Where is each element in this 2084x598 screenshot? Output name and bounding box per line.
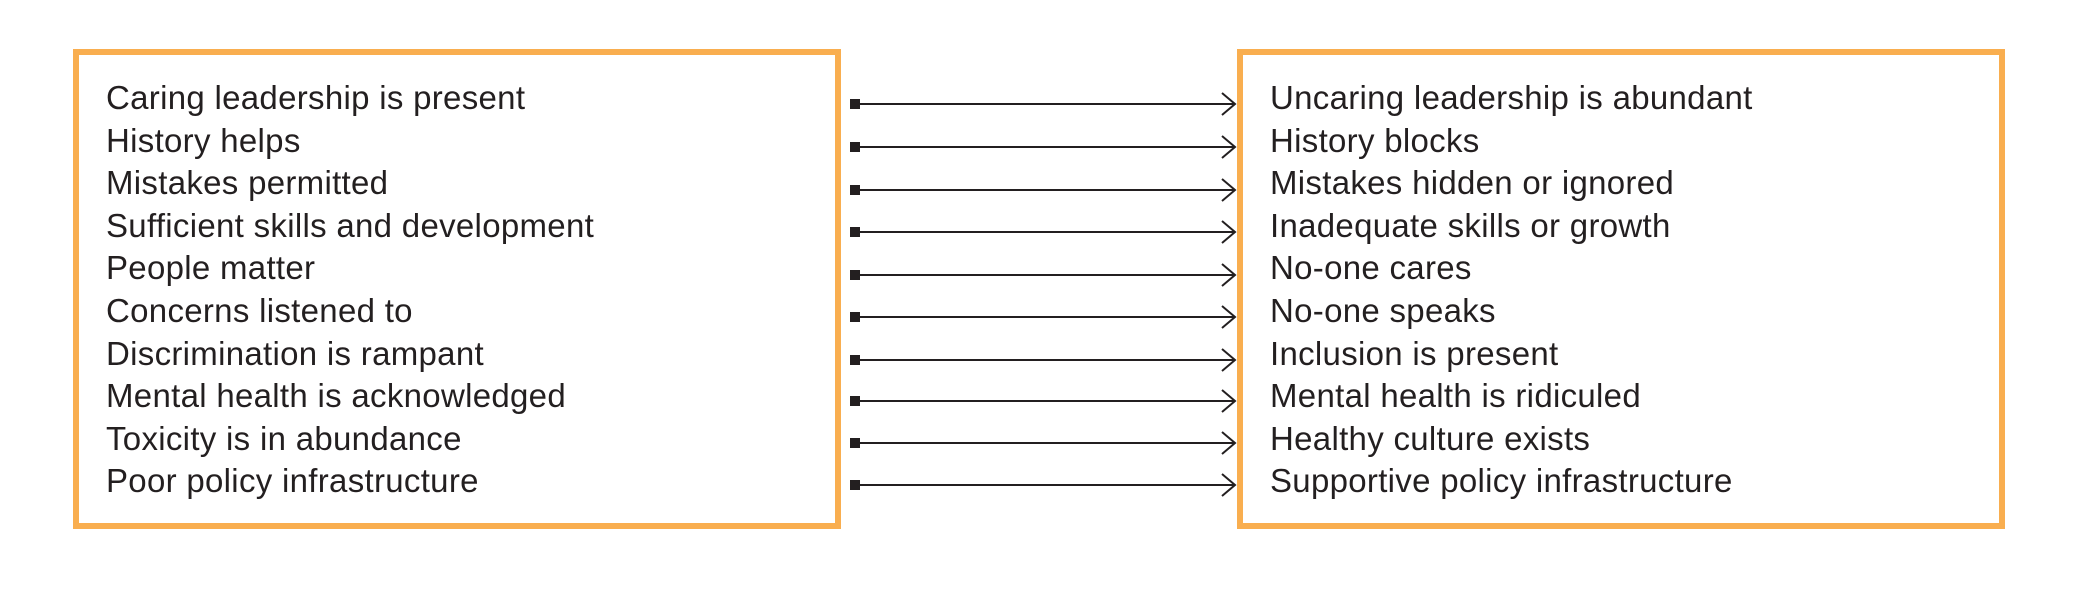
arrow	[850, 389, 1237, 413]
arrow-head	[1221, 348, 1237, 372]
left-item: Mistakes permitted	[106, 164, 389, 202]
arrow-tail-square	[850, 142, 860, 152]
arrow-head	[1221, 431, 1237, 455]
left-item: Poor policy infrastructure	[106, 462, 479, 500]
arrow-tail-square	[850, 185, 860, 195]
right-item: No-one cares	[1270, 249, 1472, 287]
left-item: People matter	[106, 249, 316, 287]
arrow-tail-square	[850, 480, 860, 490]
left-item: Concerns listened to	[106, 291, 413, 329]
arrow-head	[1221, 220, 1237, 244]
left-item: Caring leadership is present	[106, 79, 526, 116]
right-item: Supportive policy infrastructure	[1270, 462, 1733, 500]
arrow-tail-square	[850, 227, 860, 237]
arrow	[850, 473, 1237, 497]
left-item: Discrimination is rampant	[106, 334, 484, 372]
right-item: Uncaring leadership is abundant	[1270, 79, 1753, 116]
right-item: History blocks	[1270, 121, 1480, 159]
right-item: Mistakes hidden or ignored	[1270, 164, 1675, 202]
arrow	[850, 263, 1237, 287]
arrow-head	[1221, 178, 1237, 202]
arrow-head	[1221, 135, 1237, 159]
arrow	[850, 92, 1237, 116]
arrow	[850, 348, 1237, 372]
right-item: Inadequate skills or growth	[1270, 206, 1671, 244]
arrow-tail-square	[850, 396, 860, 406]
left-item: Sufficient skills and development	[106, 206, 595, 244]
arrow-tail-square	[850, 438, 860, 448]
right-item: Inclusion is present	[1270, 334, 1559, 372]
right-item: Healthy culture exists	[1270, 419, 1591, 457]
arrow-head	[1221, 389, 1237, 413]
arrow	[850, 220, 1237, 244]
arrow	[850, 305, 1237, 329]
arrow-head	[1221, 92, 1237, 116]
left-item: Mental health is acknowledged	[106, 377, 566, 415]
left-item: History helps	[106, 121, 301, 159]
arrow-tail-square	[850, 99, 860, 109]
arrow-tail-square	[850, 355, 860, 365]
arrow-tail-square	[850, 312, 860, 322]
right-item: No-one speaks	[1270, 291, 1496, 329]
arrow-head	[1221, 305, 1237, 329]
arrow-head	[1221, 263, 1237, 287]
left-item: Toxicity is in abundance	[106, 419, 462, 457]
arrow	[850, 431, 1237, 455]
arrow-head	[1221, 473, 1237, 497]
arrow	[850, 135, 1237, 159]
arrow-tail-square	[850, 270, 860, 280]
right-item: Mental health is ridiculed	[1270, 377, 1641, 415]
arrow	[850, 178, 1237, 202]
